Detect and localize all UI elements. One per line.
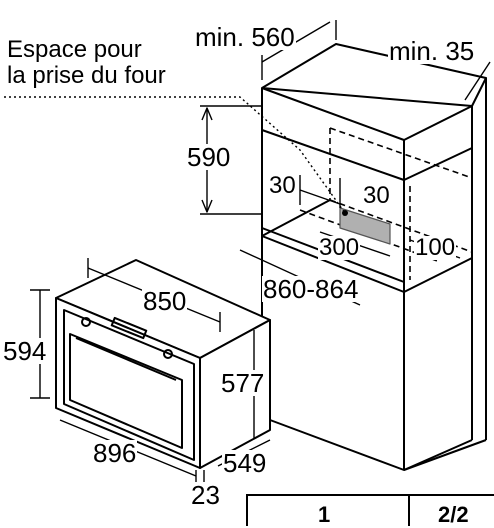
oven-depth-label: 549 xyxy=(222,448,268,478)
socket-note-line1: Espace pour xyxy=(7,36,142,63)
spacing-right-label: 30 xyxy=(362,182,391,209)
note-leader xyxy=(4,96,346,214)
oven-width-top-label: 850 xyxy=(142,286,188,316)
spacing-left-label: 30 xyxy=(268,172,297,199)
niche-height-label: 590 xyxy=(186,142,232,172)
oven-width-bottom-label: 896 xyxy=(92,438,138,468)
page-number-box: 1 2/2 xyxy=(246,494,494,527)
socket-width-label: 300 xyxy=(318,234,361,261)
front-thickness-label: 23 xyxy=(190,480,221,510)
socket-depth-label: 100 xyxy=(414,234,457,261)
socket-area xyxy=(339,207,391,245)
page-current: 1 xyxy=(318,502,331,527)
oven-front-height-label: 594 xyxy=(2,336,48,366)
page-total: 2/2 xyxy=(438,502,469,527)
socket-note-line2: la prise du four xyxy=(7,62,166,89)
shelf-depth-label: 860-864 xyxy=(262,274,360,304)
cabinet-min-width-label: min. 560 xyxy=(194,22,296,52)
cabinet xyxy=(261,43,487,471)
cabinet-min-depth-label: min. 35 xyxy=(388,36,476,66)
page-box-divider xyxy=(408,496,410,526)
oven-side-height-label: 577 xyxy=(220,368,266,398)
